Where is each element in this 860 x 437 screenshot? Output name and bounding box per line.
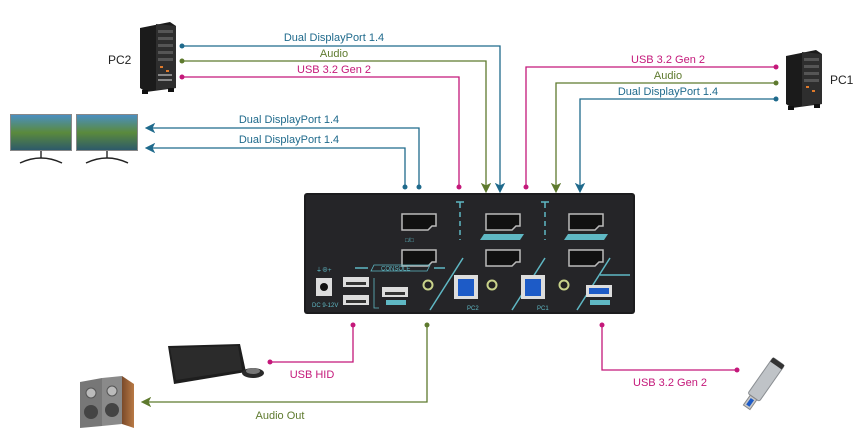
monitor-displayport-label-1: Dual DisplayPort 1.4 [239,114,339,126]
pc1-audio-label: Audio [654,70,682,82]
audio-out-label: Audio Out [256,410,305,422]
usb-flash-drive-icon [742,357,785,411]
usb-hid-label: USB HID [290,369,335,381]
pc1-usb-line [525,66,776,187]
usb-out-label: USB 3.2 Gen 2 [633,377,707,389]
pc2-usb-label: USB 3.2 Gen 2 [297,64,371,76]
usb-hid-line [270,325,354,363]
speakers-icon [80,376,134,428]
pc1-tower-icon [786,50,822,110]
panel-console-label: CONSOLE [381,267,410,273]
monitor-displayport-line-1 [144,122,420,187]
pc2-tower-icon [140,22,176,94]
pc1-displayport-label: Dual DisplayPort 1.4 [618,86,718,98]
pc1-displayport-line [574,98,776,194]
panel-pc1-usb-label: PC1 [537,306,549,312]
monitor-displayport-line-2 [144,142,406,187]
pc2-displayport-line [182,45,506,194]
pc2-usb-line [182,76,460,187]
usb-out-line [601,325,737,371]
monitor-displayport-label-2: Dual DisplayPort 1.4 [239,134,339,146]
keyboard-mouse-icon [168,344,264,384]
pc2-audio-label: Audio [320,48,348,60]
svg-text:□/□: □/□ [405,238,414,244]
panel-power-label: DC 9-12V [312,303,338,309]
dual-monitor-icon [10,114,138,164]
kvm-switch-rear-panel: □/□ PC2 PC1 CONSOLE ⏚⊕+ DC 9-12V PC2 PC1 [304,193,635,314]
svg-text:⏚⊕+: ⏚⊕+ [316,267,332,274]
panel-pc2-usb-label: PC2 [467,306,479,312]
panel-pc2-dp-label: PC2 [494,235,506,241]
pc2-audio-line [182,60,492,194]
panel-pc1-dp-label: PC1 [578,235,590,241]
pc1-usb-label: USB 3.2 Gen 2 [631,54,705,66]
pc1-audio-line [550,82,776,194]
pc1-label: PC1 [830,73,854,87]
pc2-displayport-label: Dual DisplayPort 1.4 [284,32,384,44]
audio-out-line [140,325,428,408]
pc2-label: PC2 [108,53,132,67]
